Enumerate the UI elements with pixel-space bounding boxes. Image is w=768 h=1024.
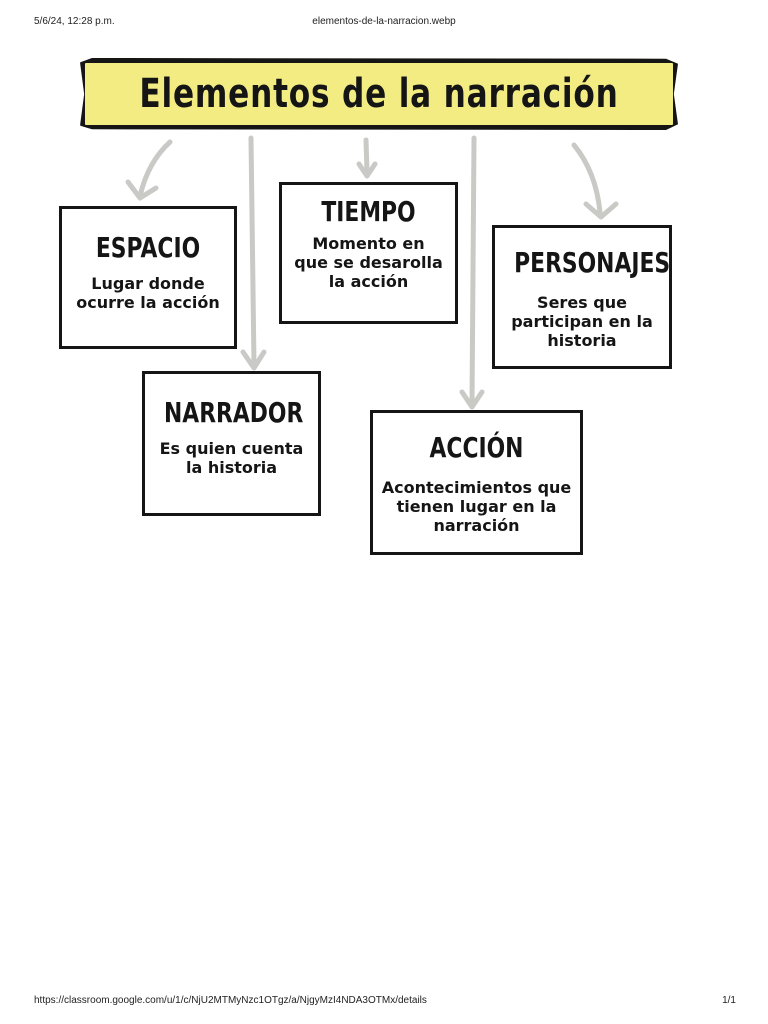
node-accion: ACCIÓN Acontecimientos que tienen lugar …: [370, 410, 583, 555]
node-narrador-description: Es quien cuenta la historia: [159, 439, 304, 477]
print-footer: https://classroom.google.com/u/1/c/NjU2M…: [0, 995, 768, 1009]
node-tiempo-description: Momento en que se desarolla la acción: [294, 234, 443, 291]
print-page-number: 1/1: [722, 995, 736, 1006]
node-narrador-title: NARRADOR: [164, 396, 304, 429]
print-datetime: 5/6/24, 12:28 p.m.: [34, 16, 115, 27]
title-banner: Elementos de la narración: [80, 58, 678, 130]
arrow-accion: [459, 135, 485, 410]
print-header: elementos-de-la-narracion.webp 5/6/24, 1…: [0, 16, 768, 30]
node-narrador: NARRADOR Es quien cuenta la historia: [142, 371, 321, 516]
print-filename: elementos-de-la-narracion.webp: [312, 16, 456, 27]
node-espacio: ESPACIO Lugar donde ocurre la acción: [59, 206, 237, 349]
node-espacio-title: ESPACIO: [95, 231, 201, 264]
node-espacio-description: Lugar donde ocurre la acción: [76, 274, 220, 312]
diagram-title: Elementos de la narración: [139, 71, 619, 117]
node-accion-description: Acontecimientos que tienen lugar en la n…: [381, 478, 572, 535]
arrow-tiempo: [356, 137, 378, 179]
print-url: https://classroom.google.com/u/1/c/NjU2M…: [34, 995, 427, 1006]
arrow-personajes: [571, 142, 619, 220]
node-personajes-title: PERSONAJES: [514, 246, 671, 279]
arrow-espacio: [125, 139, 173, 201]
node-personajes-description: Seres que participan en la historia: [511, 293, 653, 350]
node-personajes: PERSONAJES Seres que participan en la hi…: [492, 225, 672, 369]
arrow-narrador: [240, 135, 267, 371]
node-tiempo-title: TIEMPO: [321, 195, 416, 228]
node-accion-title: ACCIÓN: [429, 431, 524, 464]
node-tiempo: TIEMPO Momento en que se desarolla la ac…: [279, 182, 458, 324]
